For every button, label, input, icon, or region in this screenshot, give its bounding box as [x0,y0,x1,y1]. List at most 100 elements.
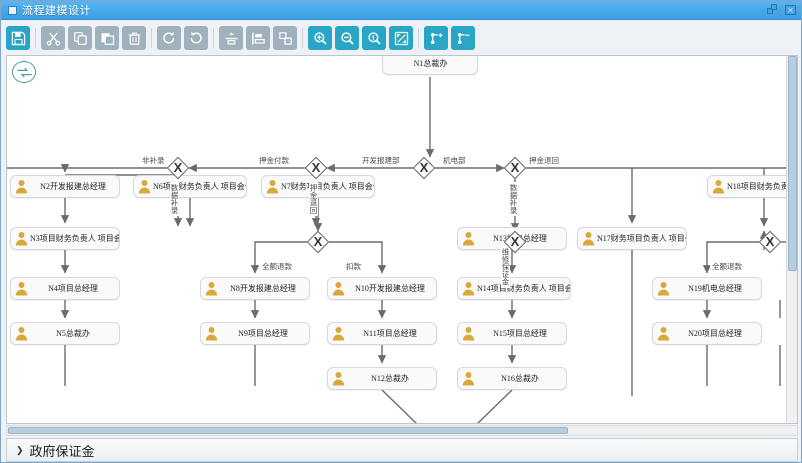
close-window-button[interactable]: ✕ [785,4,797,16]
person-icon [15,326,28,341]
gateway-symbol: X [510,160,520,175]
task-node-N20[interactable]: N20项目总经理 [652,322,762,345]
node-add-icon [430,32,442,44]
task-node-label: N8开发报建总经理 [230,283,296,293]
swap-arrows-icon[interactable] [12,61,36,83]
task-node-N1[interactable]: N1总裁办 [382,56,478,75]
person-icon [205,326,218,341]
undo-button[interactable] [184,26,208,50]
person-icon [15,179,28,194]
person-icon [462,231,475,246]
person-icon [657,326,670,341]
task-node-label: N7财务项目负责人 项目会计 [281,181,374,191]
zoom-actual-button[interactable] [362,26,386,50]
window-title: 流程建模设计 [22,5,91,17]
task-node-N6[interactable]: N6项目财务负责人 项目会计 [133,175,247,198]
align-left-icon [251,32,265,44]
edge-label: 押金付款 [257,156,291,165]
diagram-surface[interactable]: N1总裁办 N2开发报建总经理 N6项目财务负责人 项目会计 N7财务项目负责 [7,56,797,423]
gateway-symbol: X [510,234,520,249]
person-icon [462,371,475,386]
zoom-in-button[interactable] [308,26,332,50]
horizontal-scrollbar-thumb[interactable] [8,427,568,434]
zoom-in-icon [313,31,327,45]
task-node-label: N10开发报建总经理 [355,283,425,293]
distribute-button[interactable] [246,26,270,50]
zoom-actual-icon [367,31,381,45]
save-button[interactable] [6,26,30,50]
task-node-N17[interactable]: N17财务项目负责人 项目会计 [577,227,687,250]
person-icon [462,281,475,296]
chevron-right-icon: ❯ [16,444,24,455]
gateway-symbol: X [419,160,429,175]
vertical-scrollbar-thumb[interactable] [788,56,797,271]
task-node-N2[interactable]: N2开发报建总经理 [10,175,120,198]
task-node-N15[interactable]: N15项目总经理 [457,322,567,345]
edge-label: 数据补录 [170,182,179,216]
gateway-G3[interactable]: X [412,156,436,180]
gateway-G5[interactable]: X [503,230,527,254]
edge-label: 押金退回 [309,182,318,216]
resize-button[interactable] [273,26,297,50]
gateway-G6[interactable]: X [306,230,330,254]
canvas-vertical-scrollbar[interactable] [786,56,797,423]
task-node-N14[interactable]: N14项目财务负责人 项目会计 [457,277,571,300]
cut-button[interactable] [41,26,65,50]
bottom-accordion-panel[interactable]: ❯ 政府保证金 [6,438,798,462]
copy-icon [73,31,87,45]
task-node-N11[interactable]: N11项目总经理 [327,322,437,345]
zoom-out-button[interactable] [335,26,359,50]
task-node-N19[interactable]: N19机电总经理 [652,277,762,300]
task-node-label: N19机电总经理 [688,283,742,293]
gateway-G4[interactable]: X [503,156,527,180]
gateway-G2[interactable]: X [304,156,328,180]
restore-window-button[interactable] [767,4,779,16]
edge-label: 维修保证金 [501,246,510,288]
delete-button[interactable] [122,26,146,50]
redo-arrow-icon [163,31,175,44]
canvas-horizontal-scrollbar[interactable] [6,425,798,436]
person-icon [657,281,670,296]
bottom-panel-title: 政府保证金 [29,443,95,459]
fit-screen-button[interactable] [389,26,413,50]
person-icon [205,281,218,296]
task-node-N5[interactable]: N5总裁办 [10,322,120,345]
gateway-symbol: X [313,234,323,249]
task-node-N12[interactable]: N12总裁办 [327,367,437,390]
copy-button[interactable] [68,26,92,50]
fit-screen-icon [394,31,408,45]
close-icon: ✕ [785,5,796,15]
person-icon [266,179,279,194]
task-node-N4[interactable]: N4项目总经理 [10,277,120,300]
task-node-N7[interactable]: N7财务项目负责人 项目会计 [261,175,375,198]
window-icon [8,5,17,15]
gateway-symbol: X [311,160,321,175]
gateway-symbol: X [173,160,183,175]
toolbar-separator-4 [302,28,303,48]
task-node-N9[interactable]: N9项目总经理 [200,322,310,345]
task-node-N10[interactable]: N10开发报建总经理 [327,277,437,300]
gateway-G7[interactable]: X [758,230,782,254]
redo-button[interactable] [157,26,181,50]
gateway-G1[interactable]: X [166,156,190,180]
paste-button[interactable] [95,26,119,50]
task-node-N18[interactable]: N18项目财务负责人 项目会计 [707,175,797,198]
person-icon [332,281,345,296]
align-button[interactable] [219,26,243,50]
title-bar: 流程建模设计 ✕ [1,1,801,20]
node-remove-icon [457,32,469,44]
task-node-N8[interactable]: N8开发报建总经理 [200,277,310,300]
undo-arrow-icon [190,31,202,44]
diagram-canvas[interactable]: N1总裁办 N2开发报建总经理 N6项目财务负责人 项目会计 N7财务项目负责 [6,55,798,424]
task-node-N16[interactable]: N16总裁办 [457,367,567,390]
add-node-button[interactable] [424,26,448,50]
task-node-label: N1总裁办 [413,58,448,68]
task-node-N3[interactable]: N3项目财务负责人 项目会计 [10,227,120,250]
align-vertical-icon [225,31,237,45]
swap-arrows-glyph [16,67,32,77]
task-node-label: N2开发报建总经理 [40,181,106,191]
edge-label: 押金退回 [527,156,561,165]
remove-node-button[interactable] [451,26,475,50]
edge-label: 数据补录 [509,182,518,216]
